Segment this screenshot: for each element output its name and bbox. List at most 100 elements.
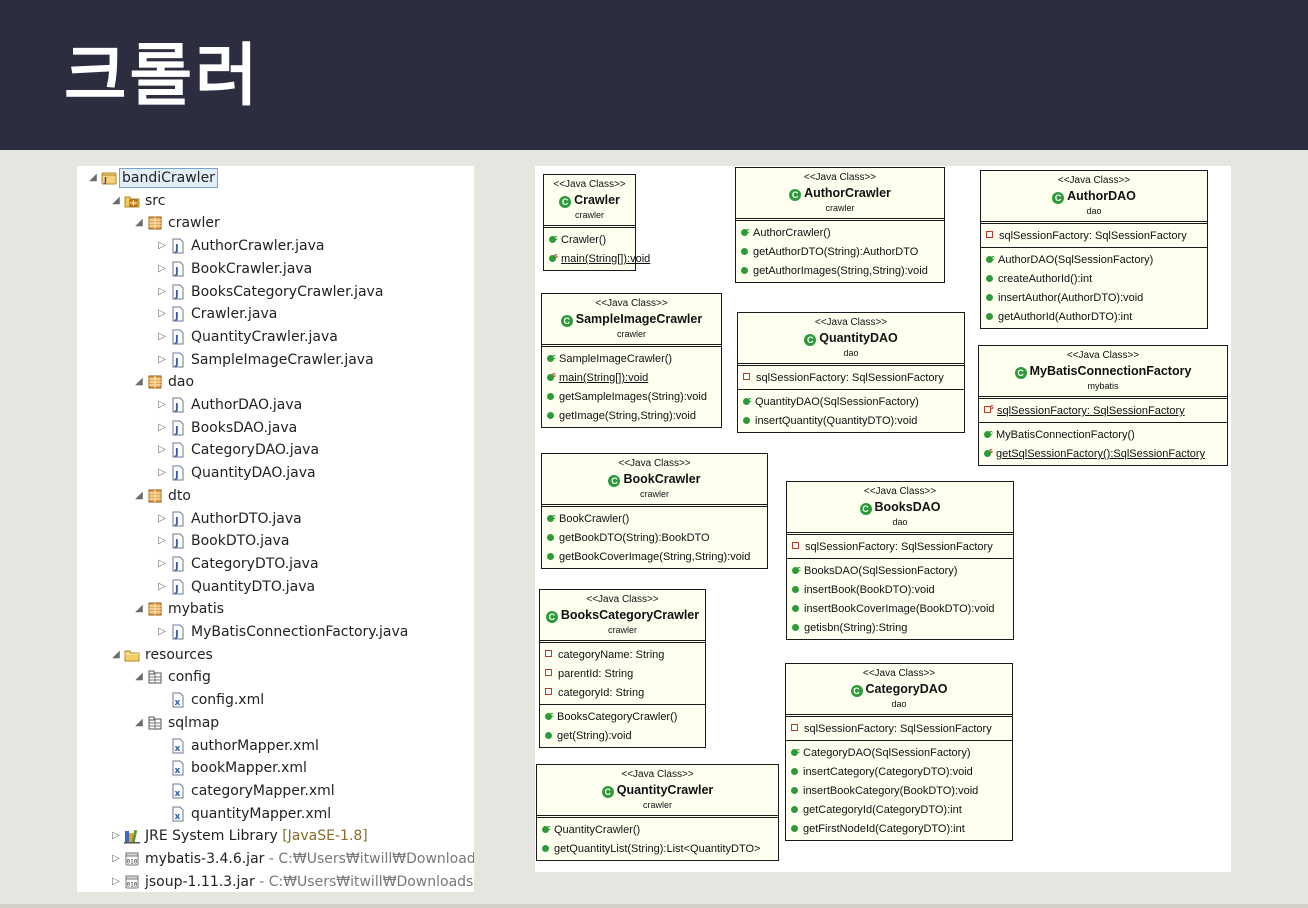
uml-method: BooksDAO(SqlSessionFactory): [787, 560, 1013, 581]
collapsed-arrow-icon[interactable]: ▷: [158, 285, 166, 297]
collapsed-arrow-icon[interactable]: ▷: [158, 557, 166, 569]
uml-stereotype: <<Java Class>>: [814, 317, 888, 328]
uml-methods-section: BooksDAO(SqlSessionFactory) insertBook(Bo…: [787, 559, 1013, 639]
uml-class-name-text: MyBatisConnectionFactory: [1029, 364, 1192, 378]
uml-class-name-text: BooksCategoryCrawler: [560, 608, 700, 622]
constructor-icon: [547, 348, 556, 367]
collapsed-arrow-icon[interactable]: ▷: [158, 467, 166, 479]
public-method-icon: [792, 605, 799, 612]
class-icon: C: [859, 503, 872, 515]
collapsed-arrow-icon[interactable]: ▷: [158, 535, 166, 547]
collapsed-arrow-icon[interactable]: ▷: [158, 308, 166, 320]
expanded-arrow-icon[interactable]: ◢: [135, 217, 143, 229]
uml-method-text: insertCategory(CategoryDTO):void: [803, 766, 973, 778]
expanded-arrow-icon[interactable]: ◢: [135, 603, 143, 615]
collapsed-arrow-icon[interactable]: ▷: [112, 853, 120, 864]
constructor-icon: [545, 706, 554, 725]
collapsed-arrow-icon[interactable]: ▷: [158, 421, 166, 433]
uml-method: getImage(String,String):void: [542, 407, 721, 426]
expanded-arrow-icon[interactable]: ◢: [135, 716, 143, 728]
uml-class-name-text: CategoryDAO: [865, 682, 948, 696]
private-field-icon: [792, 542, 799, 549]
tree-item-label: resources: [145, 644, 213, 666]
uml-class-book-crawler[interactable]: <<Java Class>>CBookCrawlercrawlerBookCra…: [541, 453, 768, 569]
expanded-arrow-icon[interactable]: ◢: [112, 648, 120, 660]
collapsed-arrow-icon[interactable]: ▷: [158, 353, 166, 365]
uml-method-text: AuthorDAO(SqlSessionFactory): [998, 254, 1154, 266]
uml-field: categoryName: String: [540, 646, 705, 665]
class-icon: C: [1014, 367, 1027, 379]
uml-package-name: crawler: [616, 329, 646, 339]
tree-item-text: QuantityDAO.java: [191, 465, 316, 482]
uml-method-text: insertBook(BookDTO):void: [804, 584, 935, 596]
collapsed-arrow-icon[interactable]: ▷: [158, 330, 166, 342]
tree-item-text: dao: [168, 374, 195, 391]
collapsed-arrow-icon[interactable]: ▷: [158, 512, 166, 524]
tree-item-text: MyBatisConnectionFactory.java: [191, 624, 409, 640]
jar-icon: 010: [124, 851, 140, 867]
uml-methods-section: AuthorDAO(SqlSessionFactory)createAuthor…: [981, 248, 1207, 328]
collapsed-arrow-icon[interactable]: ▷: [158, 444, 166, 456]
svg-text:x: x: [175, 766, 181, 776]
slide-title: 크롤러: [64, 37, 261, 116]
tree-item-label: QuantityDAO.java: [191, 462, 316, 484]
expanded-arrow-icon[interactable]: ◢: [112, 194, 120, 206]
tree-item-label: config: [168, 666, 211, 688]
collapsed-arrow-icon[interactable]: ▷: [158, 626, 166, 637]
static-method-icon: [547, 366, 556, 385]
collapsed-arrow-icon[interactable]: ▷: [158, 580, 166, 592]
uml-method: getCategoryId(CategoryDTO):int: [786, 801, 1012, 820]
uml-method: insertBook(BookDTO):void: [787, 581, 1013, 600]
resource-folder-icon: [147, 669, 163, 685]
tree-item-label: dao: [168, 371, 194, 393]
expanded-arrow-icon[interactable]: ◢: [135, 376, 143, 388]
uml-class-author-crawler[interactable]: <<Java Class>>CAuthorCrawlercrawlerAutho…: [735, 167, 945, 283]
tree-item-label: categoryMapper.xml: [191, 780, 335, 802]
tree-item-label: BookDTO.java: [191, 530, 289, 552]
expanded-arrow-icon[interactable]: ◢: [89, 172, 97, 183]
collapsed-arrow-icon[interactable]: ▷: [158, 240, 166, 252]
collapsed-arrow-icon[interactable]: ▷: [112, 830, 120, 842]
svg-text:J: J: [174, 289, 179, 300]
class-icon: C: [608, 475, 621, 487]
collapsed-arrow-icon[interactable]: ▷: [112, 875, 120, 887]
svg-text:x: x: [175, 744, 181, 754]
java-file-icon: J: [170, 465, 186, 481]
uml-method-text: getFirstNodeId(CategoryDTO):int: [803, 823, 965, 835]
uml-fields-section: sqlSessionFactory: SqlSessionFactory: [981, 224, 1207, 248]
uml-class-crawler[interactable]: <<Java Class>>CCrawlercrawlerCrawler()ma…: [543, 174, 650, 271]
public-method-icon: [741, 267, 748, 274]
tree-item-text: BooksCategoryCrawler.java: [191, 283, 384, 300]
expanded-arrow-icon[interactable]: ◢: [135, 489, 143, 501]
private-field-icon: [791, 724, 798, 731]
uml-method-text: main(String[]):void: [559, 372, 649, 384]
collapsed-arrow-icon[interactable]: ▷: [158, 399, 166, 410]
tree-item-text: Crawler.java: [191, 306, 278, 323]
collapsed-arrow-icon[interactable]: ▷: [158, 262, 166, 274]
package-icon: [147, 601, 163, 617]
uml-package-name: dao: [892, 517, 908, 527]
tree-item-label: BookCrawler.java: [191, 258, 312, 280]
uml-methods-section: BooksCategoryCrawler()get(String):void: [540, 705, 705, 747]
public-method-icon: [542, 845, 549, 852]
tree-item-text: BooksDAO.java: [191, 419, 298, 436]
uml-class-quantity-crawler[interactable]: <<Java Class>>CQuantityCrawlercrawlerQua…: [536, 764, 779, 861]
constructor-icon: [743, 391, 752, 410]
uml-method: main(String[]):void: [542, 366, 721, 388]
expanded-arrow-icon[interactable]: ◢: [135, 671, 143, 683]
tree-item-label: dto: [168, 485, 191, 507]
